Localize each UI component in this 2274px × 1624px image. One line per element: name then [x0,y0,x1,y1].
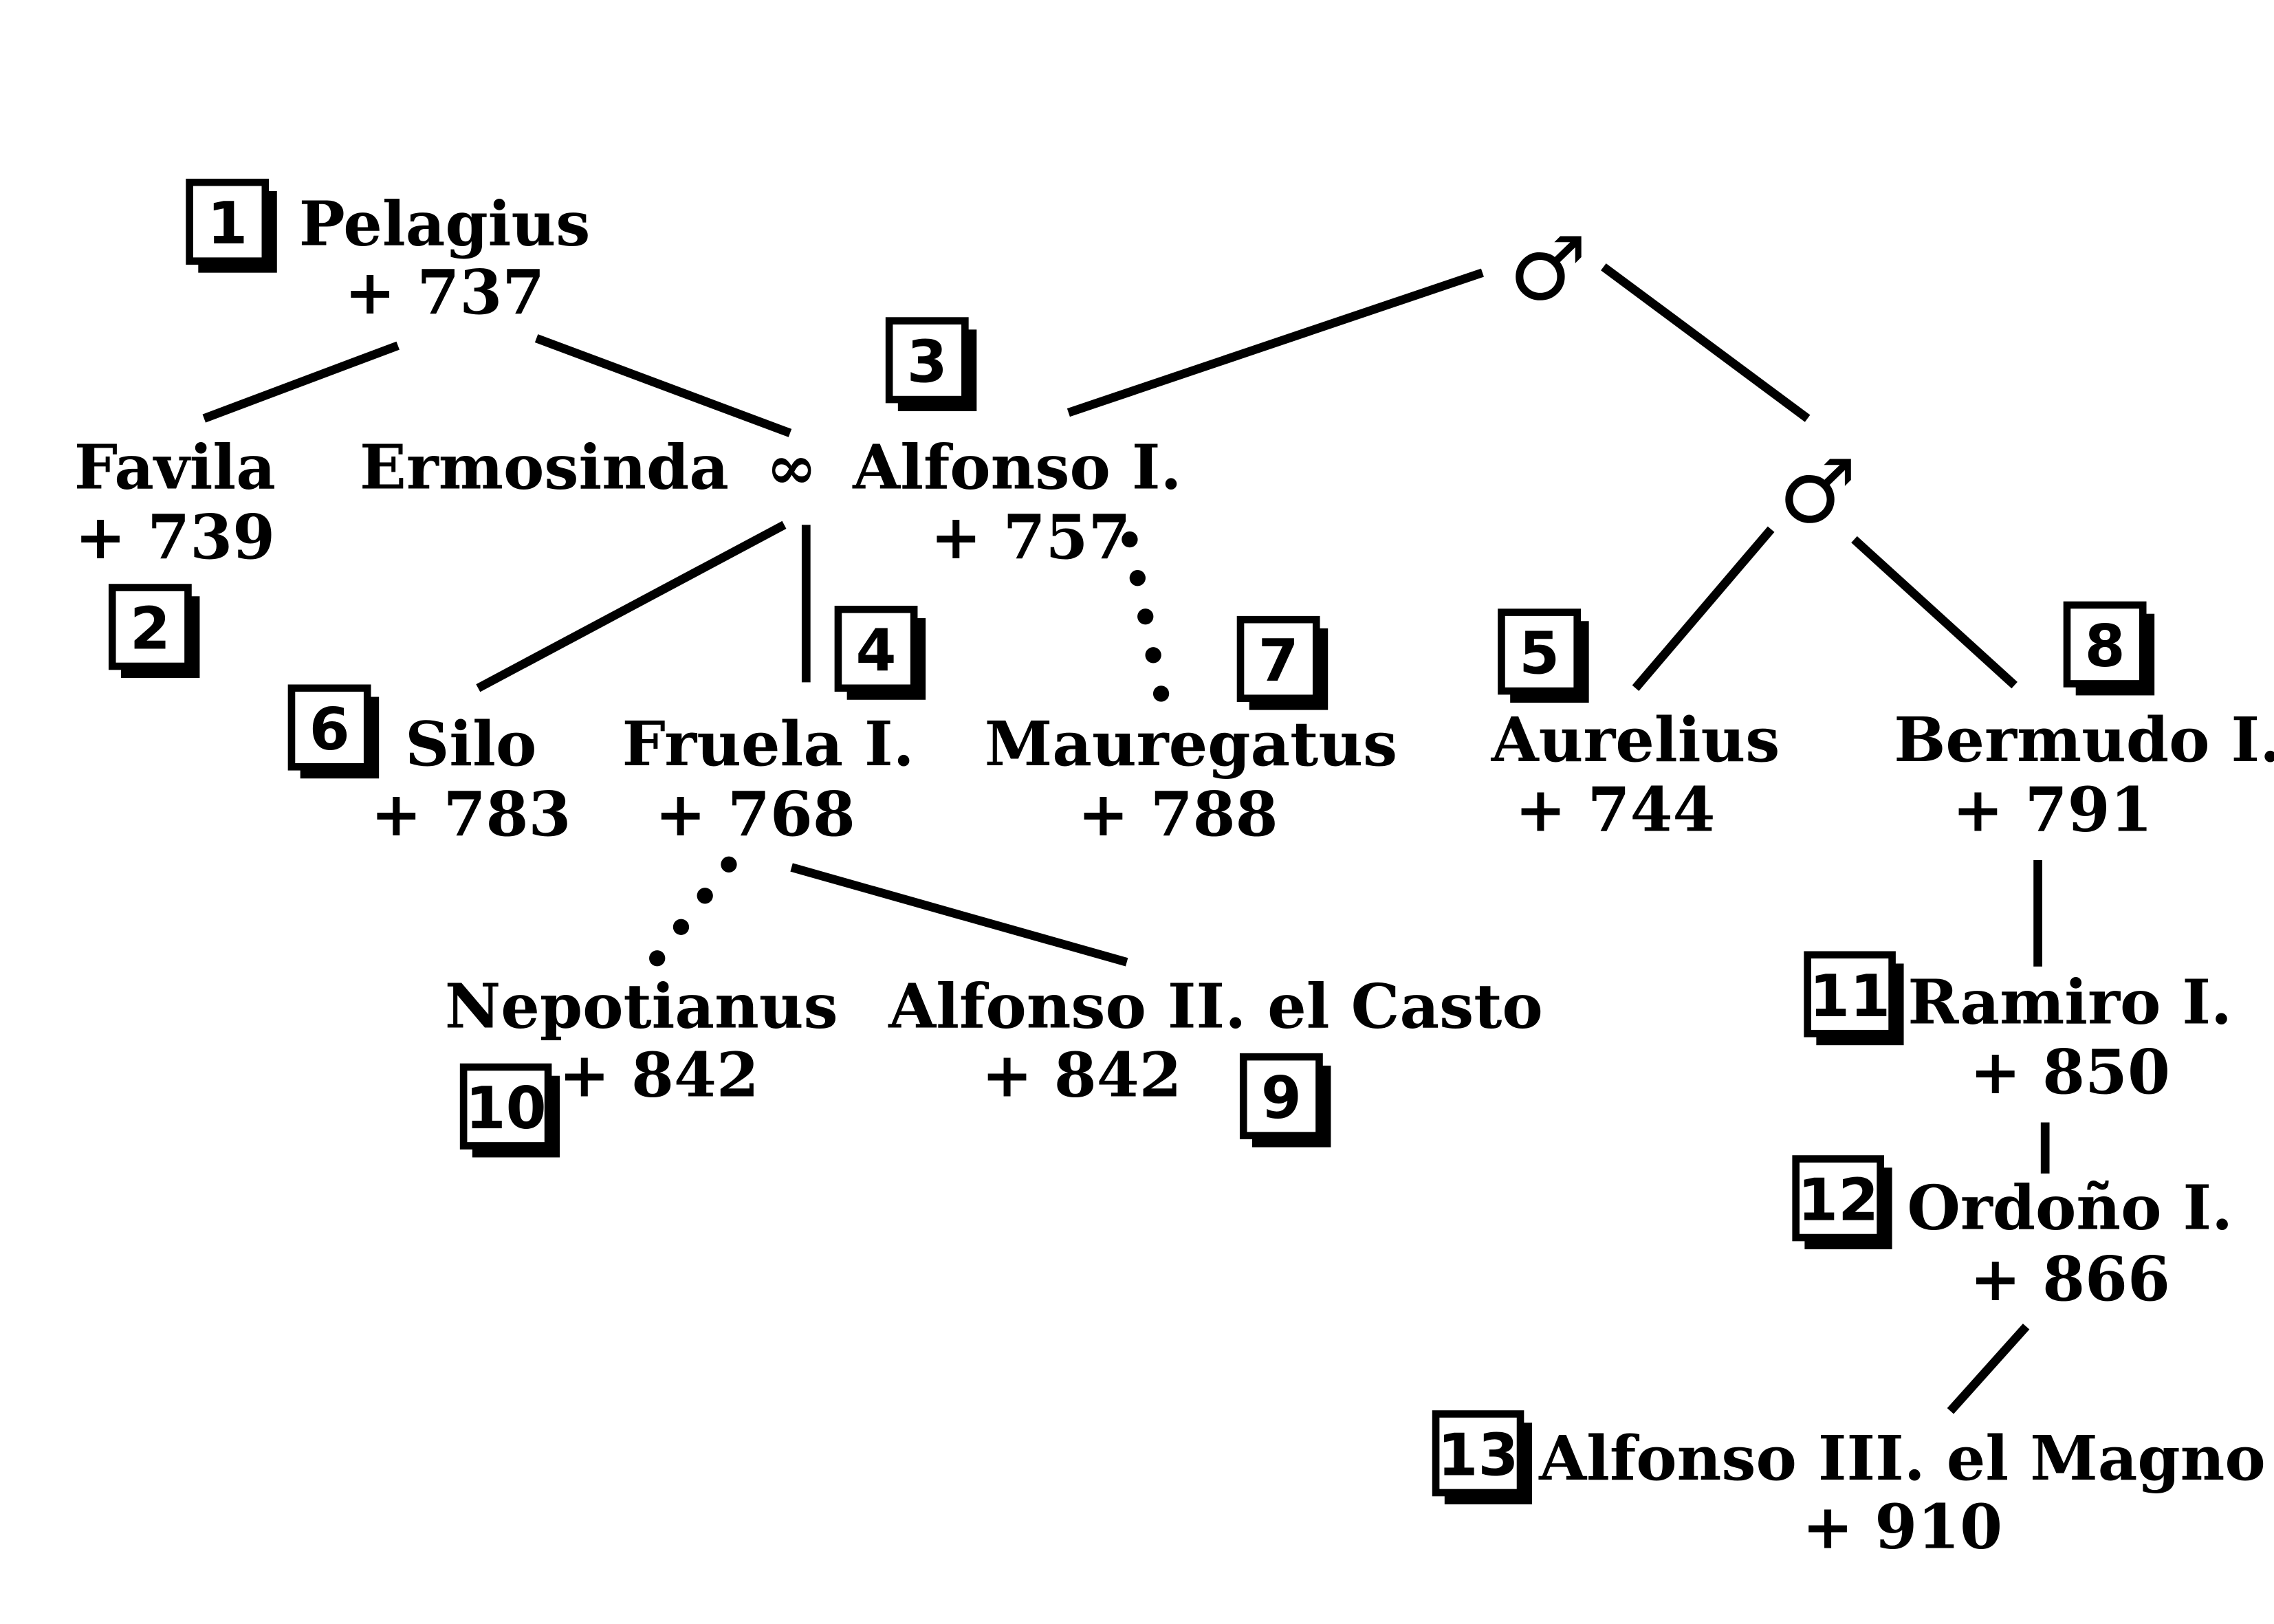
connectors [202,263,2050,1414]
svg-text:10: 10 [466,1074,547,1142]
line-male-male [1601,263,1811,422]
name-silo: Silo [405,707,536,780]
svg-text:8: 8 [2085,612,2125,680]
male-symbol-icon: ♂ [1778,441,1857,542]
badge-3: 3 [885,317,977,412]
badge-10: 10 [459,1063,560,1158]
badge-1: 1 [186,178,277,273]
badge-12: 12 [1792,1155,1892,1249]
death-mauregatus: + 788 [1078,778,1278,850]
name-nepotianus: Nepotianus [445,970,838,1042]
badge-4: 4 [834,606,926,700]
badge-13: 13 [1432,1410,1532,1504]
name-ermosinda: Ermosinda [360,430,729,503]
death-silo: + 783 [371,778,571,850]
svg-text:9: 9 [1261,1064,1302,1132]
line-male-bermudo [1851,536,2018,689]
name-aurelius: Aurelius [1491,703,1780,776]
name-ramiro1: Ramiro I. [1907,965,2232,1038]
line-pelagius-ermosinda [534,334,792,437]
name-pelagius: Pelagius [299,187,591,259]
badge-5: 5 [1498,608,1589,703]
male-symbol-icon: ♂ [1509,218,1587,320]
death-bermudo1: + 791 [1952,773,2152,846]
death-alfonso3: + 910 [1802,1491,2002,1563]
badge-9: 9 [1239,1053,1331,1148]
death-nepotianus: + 842 [558,1038,758,1110]
line-male-aurelius [1632,526,1775,691]
name-favila: Favila [74,430,276,503]
svg-text:12: 12 [1797,1166,1879,1234]
svg-text:2: 2 [130,595,171,663]
death-pelagius: + 737 [345,256,545,328]
svg-text:4: 4 [856,616,897,684]
badge-8: 8 [2063,601,2155,696]
name-bermudo1: Bermudo I. [1894,703,2274,776]
name-alfonso2: Alfonso II. el Casto [888,970,1543,1042]
marriage-symbol-icon: ∞ [766,430,817,503]
svg-text:5: 5 [1519,619,1560,688]
death-aurelius: + 744 [1515,773,1715,846]
death-ramiro1: + 850 [1970,1035,2170,1108]
line-ordono-alfonso3 [1947,1324,2030,1414]
line-pelagius-favila [202,341,400,423]
dotted-line-fruela-nepotianus [640,856,737,978]
name-mauregatus: Mauregatus [985,707,1397,780]
badge-11: 11 [1804,951,1904,1046]
name-ordono1: Ordoño I. [1907,1171,2233,1243]
badge-2: 2 [108,584,200,678]
badge-6: 6 [287,684,380,779]
svg-text:13: 13 [1438,1421,1519,1489]
line-fruela-alfonso2 [790,863,1128,967]
svg-text:3: 3 [907,328,948,396]
death-alfonso1: + 757 [930,501,1130,573]
badge-7: 7 [1236,615,1329,710]
svg-text:7: 7 [1258,626,1299,694]
svg-text:6: 6 [309,695,350,763]
line-alfonso1-male [1067,268,1484,417]
name-alfonso3: Alfonso III. el Magno [1538,1422,2266,1494]
name-fruela1: Fruela I. [622,707,915,780]
death-ordono1: + 866 [1970,1242,2170,1315]
svg-text:11: 11 [1809,962,1890,1030]
line-couple-silo [476,520,787,692]
death-favila: + 739 [75,501,275,573]
name-alfonso1: Alfonso I. [852,430,1181,503]
svg-text:1: 1 [207,189,248,257]
dotted-line-alfonso1-mauregatus [1122,531,1172,712]
death-alfonso2: + 842 [981,1038,1181,1110]
death-fruela1: + 768 [655,778,855,850]
